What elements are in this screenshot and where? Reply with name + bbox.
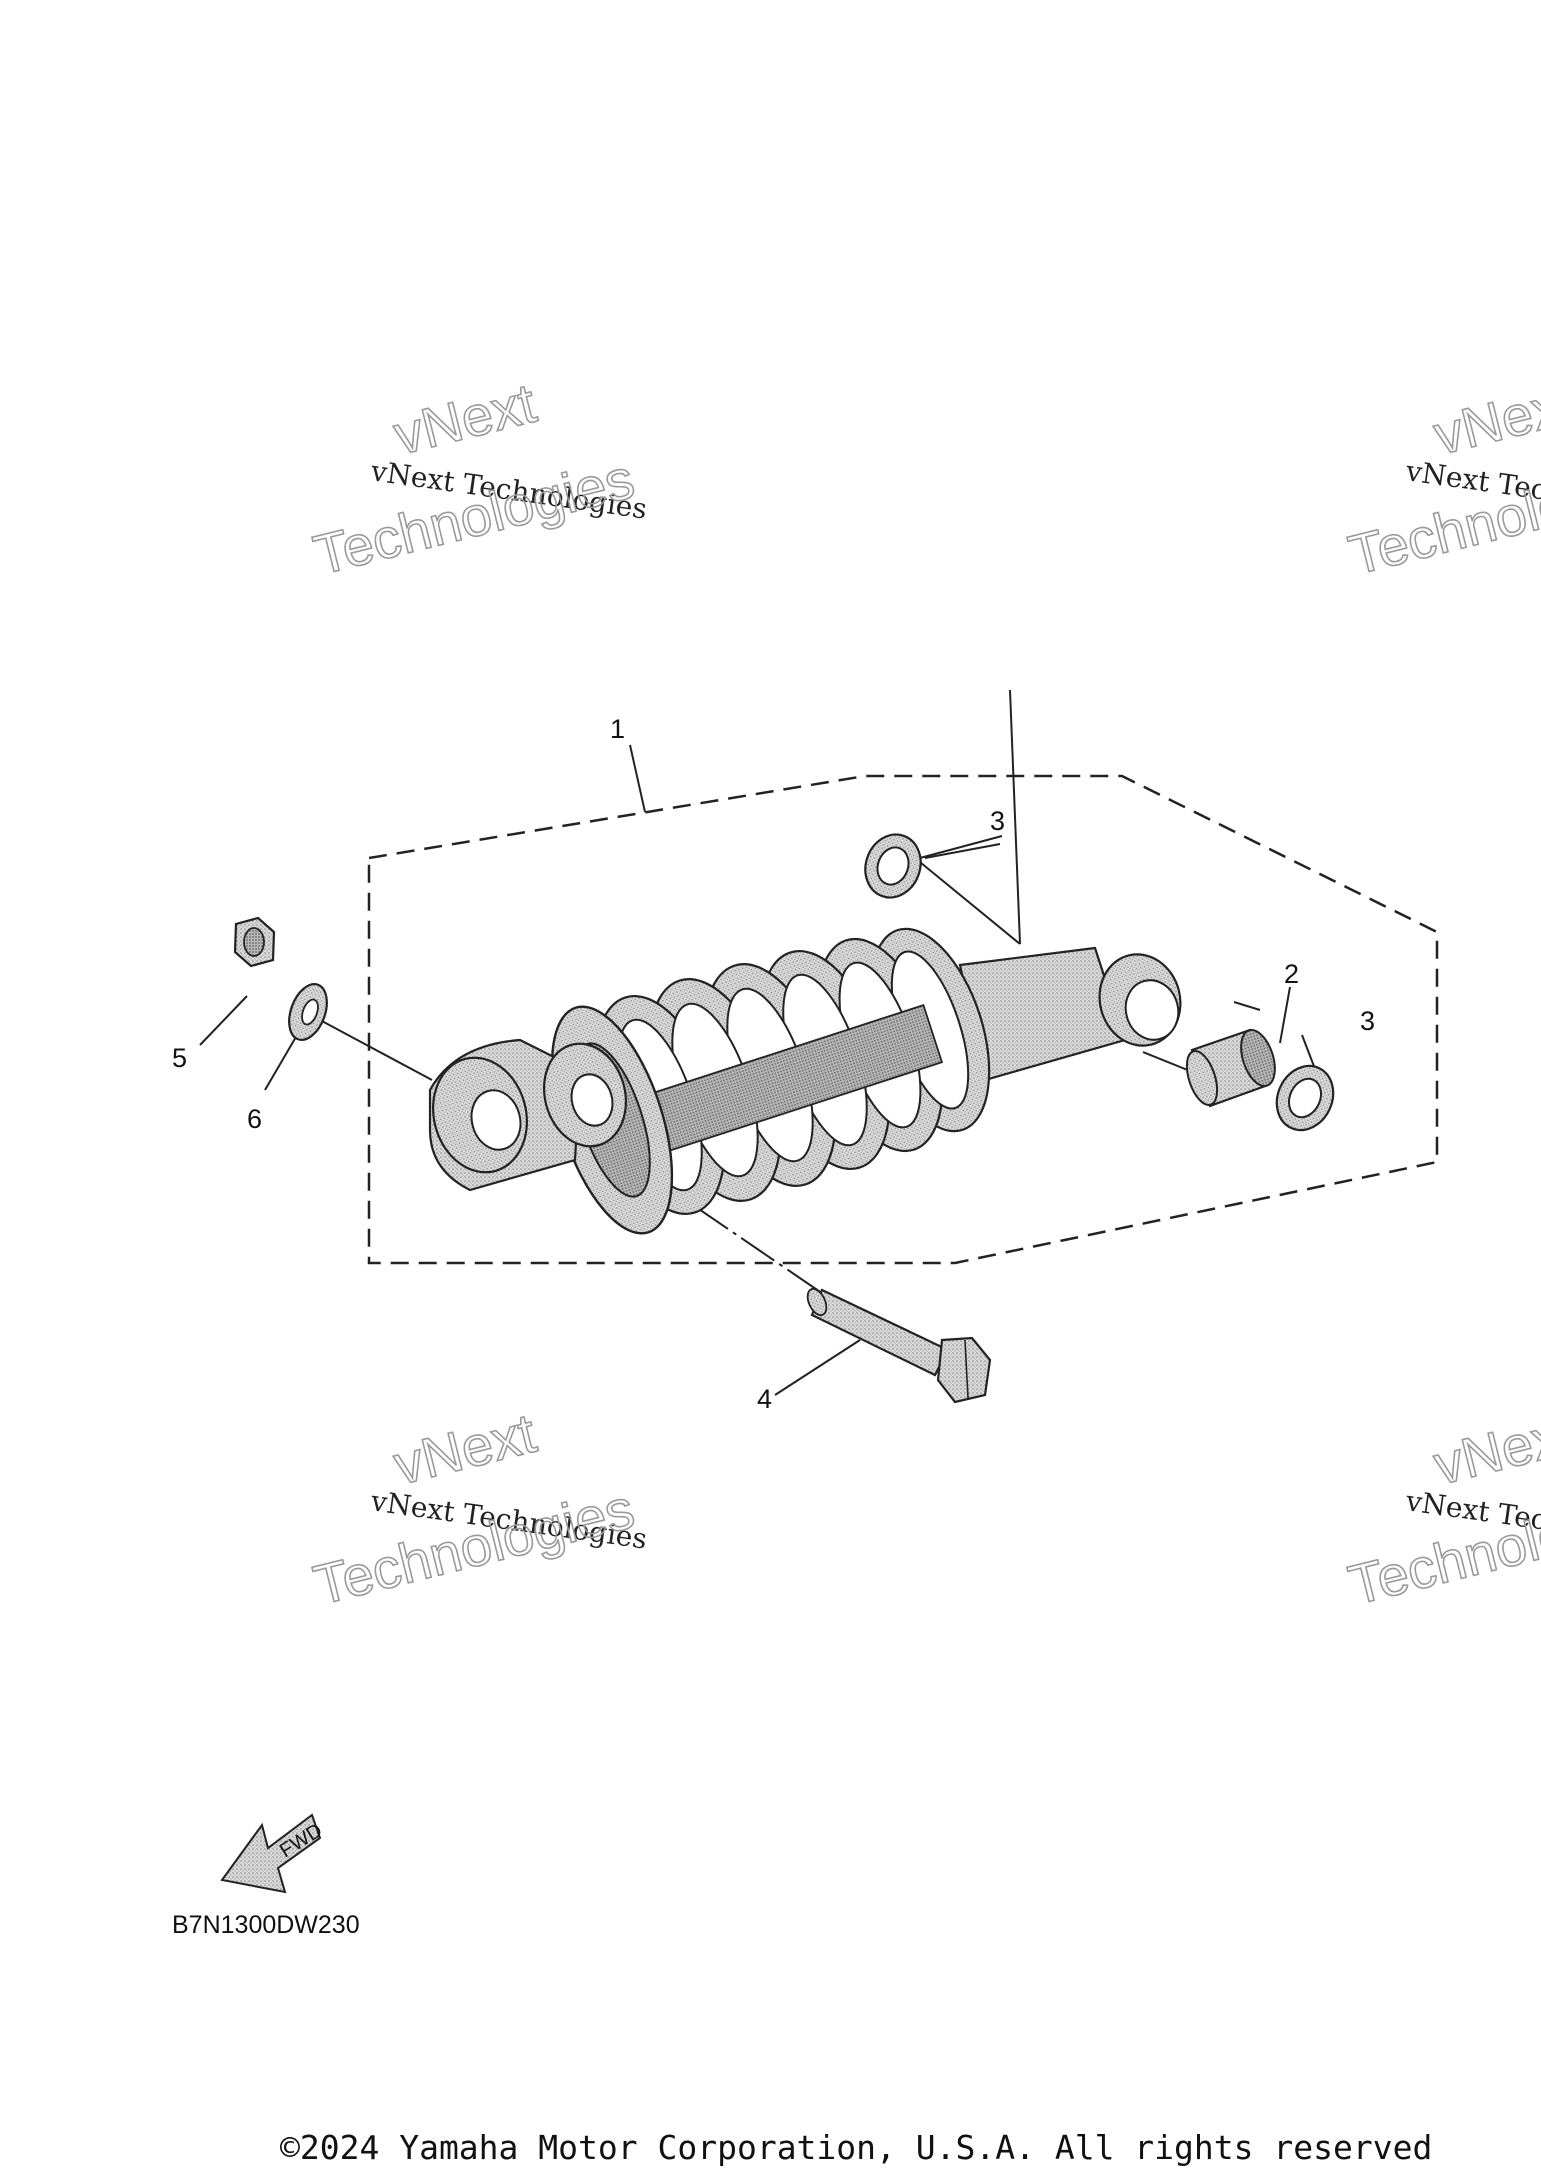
callout-5: 5 — [172, 1043, 187, 1073]
watermark-top-left: vNext vNext Technologies Technologies — [307, 370, 649, 587]
watermark-bottom-right: vNext vNext Technologies Technologies — [1342, 1400, 1541, 1617]
watermark-big-top: vNext — [1428, 1401, 1541, 1497]
watermark-big-top: vNext — [388, 371, 543, 467]
assembly-boundary — [367, 774, 1439, 1265]
callout-6: 6 — [247, 1104, 262, 1134]
callout-3-lower: 3 — [1360, 1006, 1375, 1036]
copyright-notice: ©2024 Yamaha Motor Corporation, U.S.A. A… — [280, 2128, 1433, 2167]
shock-absorber — [428, 927, 1182, 1235]
nut-part-5 — [233, 916, 276, 968]
bushing-part-2 — [1185, 1028, 1276, 1108]
fwd-arrow: FWD — [220, 1813, 326, 1894]
bolt-part-4 — [806, 1287, 992, 1404]
watermark-big-top: vNext — [1428, 371, 1541, 467]
diagram-code: B7N1300DW230 — [172, 1911, 360, 1939]
callout-1: 1 — [610, 714, 625, 744]
washer-part-6 — [288, 983, 328, 1041]
seal-part-3-upper — [864, 833, 922, 899]
seal-part-3-lower — [1275, 1064, 1335, 1132]
callout-4: 4 — [757, 1384, 772, 1414]
callout-2: 2 — [1284, 959, 1299, 989]
watermark-big-top: vNext — [388, 1401, 543, 1497]
watermark-top-right: vNext vNext Technologies Technologies — [1342, 370, 1541, 587]
callout-3-upper: 3 — [990, 806, 1005, 836]
watermark-bottom-left: vNext vNext Technologies Technologies — [307, 1400, 649, 1617]
